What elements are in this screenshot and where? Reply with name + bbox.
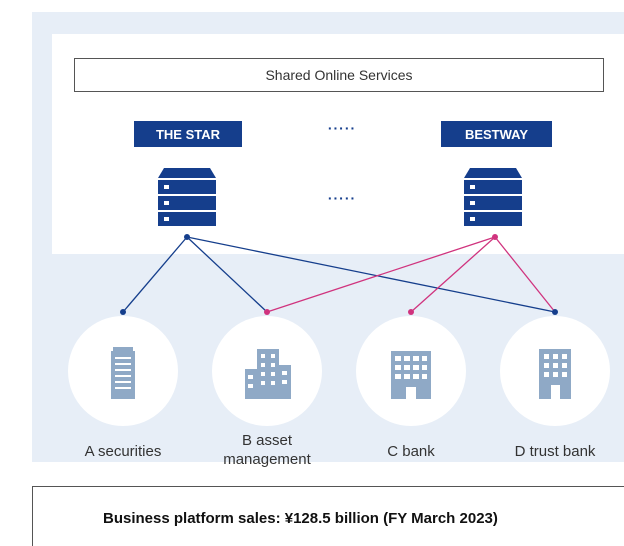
- system-name-the-star: THE STAR: [155, 126, 221, 142]
- entity-label-c-bank: C bank: [387, 443, 435, 460]
- shared-online-services-label: Shared Online Services: [265, 67, 413, 83]
- building-icon: [111, 347, 135, 399]
- server-stack-icon: [158, 168, 216, 226]
- entity-label-a-securities: A securities: [84, 443, 162, 460]
- office-tower-icon: [539, 349, 571, 399]
- entity-label-d-trust-bank: D trust bank: [514, 443, 596, 460]
- entity-circle-c-bank: [356, 316, 466, 426]
- server-stack-icon: [464, 168, 522, 226]
- entity-label-b-asset-management: B asset management: [223, 432, 311, 468]
- system-label-the-star: THE STAR: [134, 121, 242, 147]
- footer-sales-text: Business platform sales: ¥128.5 billion …: [103, 510, 498, 527]
- entity-circle-a-securities: [68, 316, 178, 426]
- footer-sales-box: Business platform sales: ¥128.5 billion …: [32, 486, 624, 546]
- ellipsis-middle: ·····: [327, 190, 357, 206]
- entity-circle-d-trust-bank: [500, 316, 610, 426]
- entity-circle-b-asset-management: [212, 316, 322, 426]
- system-label-bestway: BESTWAY: [441, 121, 552, 147]
- system-name-bestway: BESTWAY: [464, 126, 529, 142]
- shared-online-services-box: Shared Online Services: [74, 58, 604, 92]
- bank-building-icon: [391, 351, 431, 399]
- office-buildings-icon: [245, 349, 291, 399]
- ellipsis-top: ·····: [327, 120, 357, 136]
